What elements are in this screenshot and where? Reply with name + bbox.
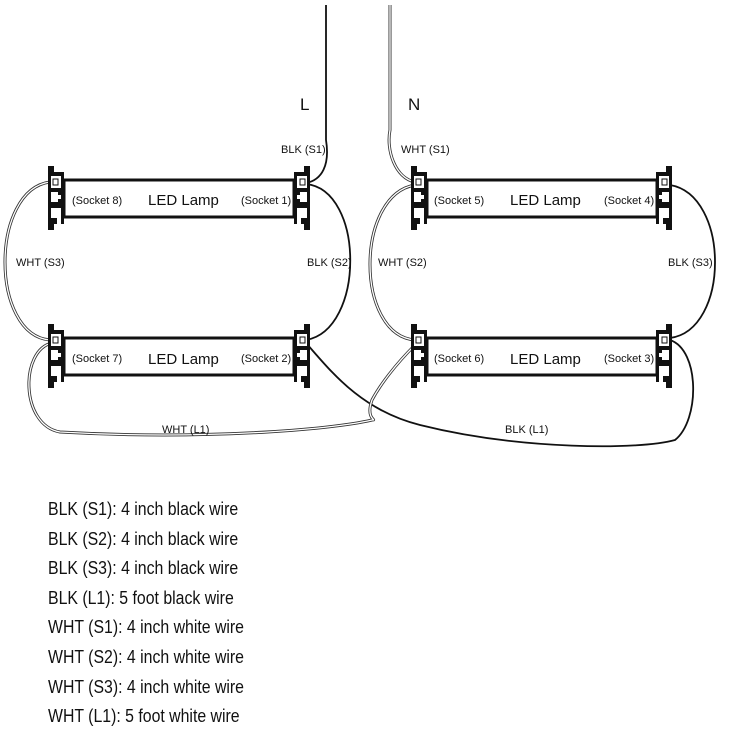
legend-item: BLK (S3): 4 inch black wire (48, 558, 239, 579)
neutral-label: N (408, 95, 420, 114)
wire-label-blk-l1: BLK (L1) (505, 424, 548, 436)
socket-label: (Socket 5) (434, 195, 484, 207)
socket-4 (656, 166, 672, 230)
lamp-label: LED Lamp (510, 192, 581, 209)
wire-live (305, 5, 328, 184)
legend-item: BLK (S2): 4 inch black wire (48, 528, 239, 549)
wire-label-wht-s3: WHT (S3) (16, 257, 65, 269)
socket-8 (47, 165, 65, 231)
legend-item: WHT (L1): 5 foot white wire (48, 706, 240, 727)
socket-label: (Socket 8) (72, 195, 122, 207)
wire-label-wht-s1: WHT (S1) (401, 144, 450, 156)
lamp-1: (Socket 8) LED Lamp (Socket 1) (47, 165, 310, 231)
wire-label-wht-l1: WHT (L1) (162, 424, 209, 436)
wire-wht-l1 (27, 341, 417, 437)
lamp-4: (Socket 6) LED Lamp (Socket 3) (410, 323, 672, 389)
lamp-label: LED Lamp (148, 351, 219, 368)
legend-item: WHT (S1): 4 inch white wire (48, 617, 245, 638)
socket-3 (656, 324, 672, 388)
wire-label-blk-s3: BLK (S3) (668, 257, 713, 269)
wire-blk-s2 (305, 183, 351, 341)
wire-wht-s2 (368, 183, 416, 342)
socket-5 (410, 165, 428, 231)
socket-label: (Socket 1) (241, 195, 291, 207)
legend-item: WHT (S2): 4 inch white wire (48, 646, 245, 667)
socket-label: (Socket 7) (72, 353, 122, 365)
lamp-2: (Socket 7) LED Lamp (Socket 2) (47, 323, 310, 389)
wires (3, 5, 716, 448)
live-label: L (300, 95, 309, 114)
socket-6 (410, 323, 428, 389)
lamp-3: (Socket 5) LED Lamp (Socket 4) (410, 165, 672, 231)
socket-label: (Socket 3) (604, 353, 654, 365)
lamp-label: LED Lamp (510, 351, 581, 368)
wire-neutral (387, 5, 416, 184)
wire-label-wht-s2: WHT (S2) (378, 257, 427, 269)
socket-label: (Socket 2) (241, 353, 291, 365)
wire-wht-s3 (3, 180, 51, 342)
wire-blk-l1 (305, 339, 695, 448)
socket-7 (47, 323, 65, 389)
legend-item: BLK (S1): 4 inch black wire (48, 499, 239, 519)
legend-item: BLK (L1): 5 foot black wire (48, 587, 234, 608)
socket-label: (Socket 6) (434, 353, 484, 365)
wire-blk-s3 (669, 184, 716, 339)
wire-legend: BLK (S1): 4 inch black wire BLK (S2): 4 … (48, 495, 271, 732)
socket-1 (294, 166, 310, 230)
legend-item: WHT (S3): 4 inch white wire (48, 676, 245, 697)
wire-label-blk-s1: BLK (S1) (281, 144, 326, 156)
wire-label-blk-s2: BLK (S2) (307, 257, 352, 269)
lamp-label: LED Lamp (148, 192, 219, 209)
socket-2 (294, 324, 310, 388)
socket-label: (Socket 4) (604, 195, 654, 207)
